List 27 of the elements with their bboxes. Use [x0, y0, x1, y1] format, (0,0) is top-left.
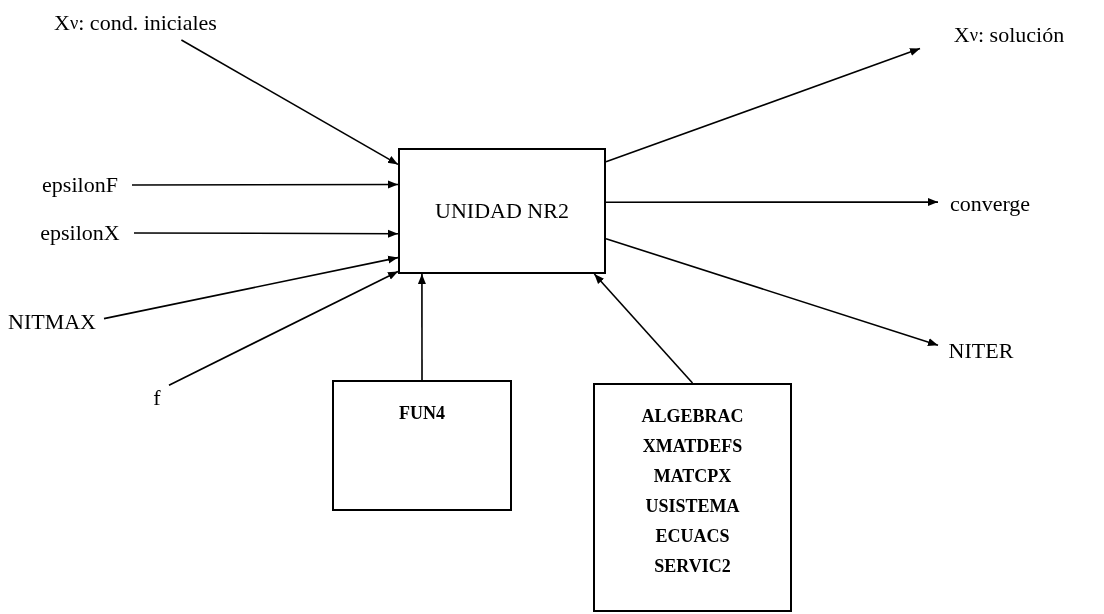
variable-label: NITMAX	[0, 305, 104, 339]
module-name: ECUACS	[655, 525, 730, 548]
variable-label: epsilonF	[28, 170, 132, 200]
arrow	[133, 229, 399, 238]
arrow	[417, 273, 426, 381]
arrow	[605, 47, 921, 163]
module-name: SERVIC2	[654, 555, 731, 578]
arrow	[593, 273, 694, 384]
unit-box	[398, 148, 606, 274]
module-name: USISTEMA	[645, 495, 740, 518]
module-name: MATCPX	[653, 465, 732, 488]
arrow	[131, 180, 399, 189]
module-name: ALGEBRAC	[641, 405, 744, 428]
variable-label: NITER	[938, 334, 1024, 368]
variable-label: f	[145, 382, 169, 414]
variable-label: epsilonX	[26, 218, 134, 248]
arrow	[605, 237, 939, 347]
arrow	[605, 198, 939, 207]
module-box	[332, 380, 512, 511]
module-name: XMATDEFS	[642, 435, 743, 458]
arrow	[168, 270, 399, 386]
arrow	[103, 255, 399, 320]
module-name: FUN4	[399, 402, 445, 425]
variable-label: converge	[938, 188, 1042, 220]
unit-name: UNIDAD NR2	[435, 198, 569, 224]
module-box	[593, 383, 792, 612]
arrow	[180, 39, 399, 166]
